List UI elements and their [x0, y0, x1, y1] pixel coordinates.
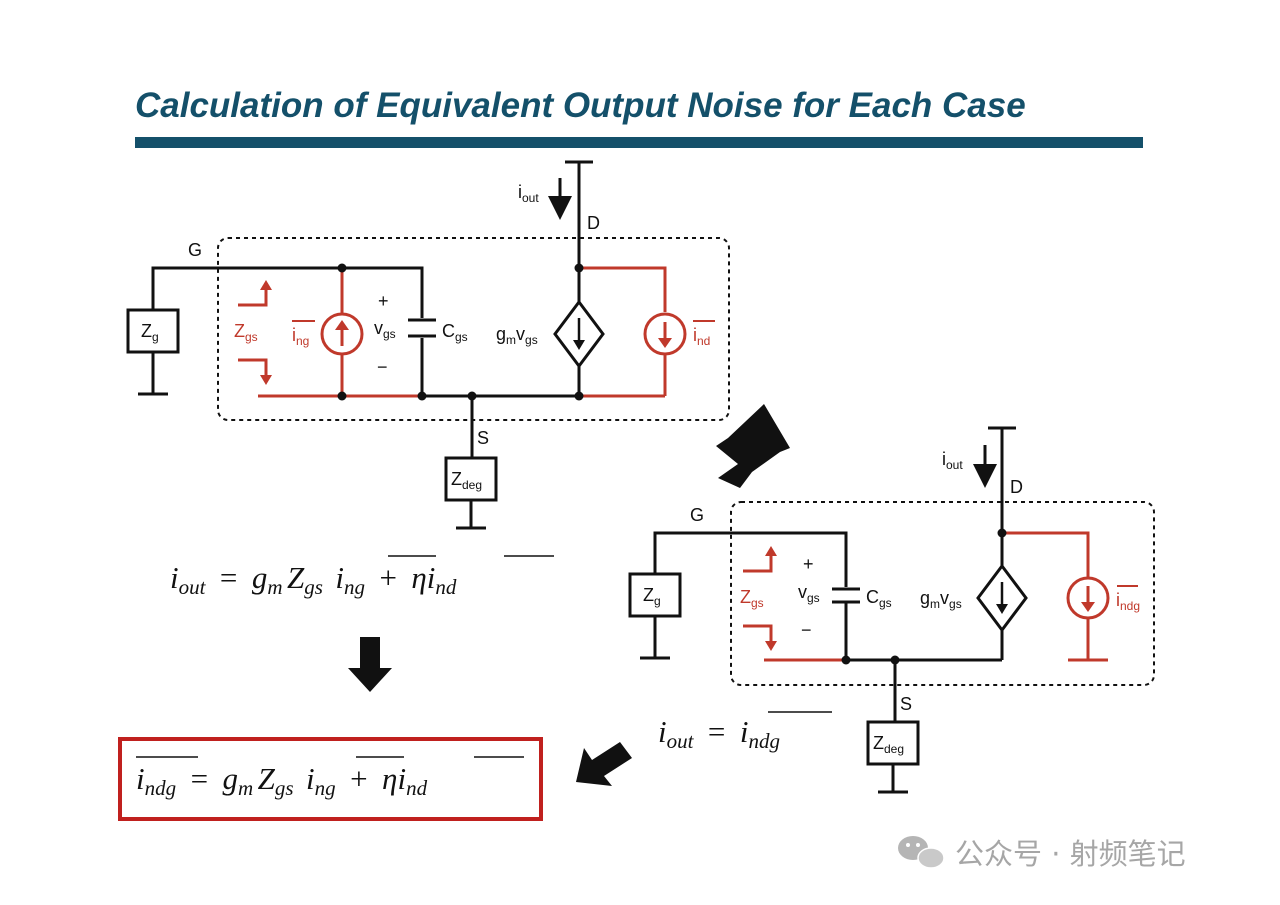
result-box	[118, 737, 543, 821]
vgs-minus: −	[377, 357, 388, 377]
down-arrow-icon	[348, 637, 392, 692]
ind-sub: nd	[697, 334, 710, 348]
vgs2-minus: −	[801, 620, 812, 640]
zdeg-sub: deg	[462, 478, 482, 492]
zdeg-impedance-box	[444, 456, 498, 502]
zg2-impedance-box	[628, 572, 682, 618]
node-d2-label: D	[1010, 477, 1023, 497]
svg-text:Zgs: Zgs	[740, 587, 764, 610]
title-underline	[135, 137, 1143, 148]
svg-text:Zgs: Zgs	[234, 321, 258, 344]
iout-label: i	[518, 182, 522, 202]
zg2-label: Z	[643, 585, 654, 605]
svg-text:indg = gm Zg: indg = gm Zgs ing + ηind	[136, 761, 428, 800]
svg-text:Zdeg: Zdeg	[451, 469, 482, 492]
svg-text:gmvgs: gmvgs	[920, 588, 962, 611]
watermark-text: 公众号 · 射频笔记	[955, 837, 1186, 871]
svg-text:iout: iout	[518, 182, 539, 205]
svg-text:ing: ing	[292, 325, 309, 348]
node-s-label: S	[477, 428, 489, 448]
diagonal-arrow-icon	[716, 404, 790, 488]
zgs-sub: gs	[245, 330, 258, 344]
cgs2-label: C	[866, 587, 879, 607]
circuit-1: iout D G Zg Zgs ing + vgs −	[126, 160, 730, 530]
zgs-label: Z	[234, 321, 245, 341]
vgs-sub: gs	[383, 327, 396, 341]
gm-label: g	[496, 324, 506, 344]
svg-text:iout = gm Zg: iout = gm Zgs ing + ηind	[170, 560, 457, 599]
zgs2-label: Z	[740, 587, 751, 607]
svg-text:indg: indg	[1116, 590, 1140, 613]
ing-label: i	[292, 325, 296, 345]
zdeg2-label: Z	[873, 733, 884, 753]
cgs-sub: gs	[455, 330, 468, 344]
zdeg-label: Z	[451, 469, 462, 489]
dashed-box-2	[730, 501, 1155, 686]
svg-text:Zdeg: Zdeg	[873, 733, 904, 756]
watermark: 公众号 · 射频笔记	[898, 836, 1186, 871]
svg-text:gmvgs: gmvgs	[496, 324, 538, 347]
node-g-label: G	[188, 240, 202, 260]
vgs2-plus: +	[803, 554, 814, 574]
gm2-label: g	[920, 588, 930, 608]
svg-text:Cgs: Cgs	[866, 587, 892, 610]
circuit-2: iout D G Zg Zgs + vgs − Cgs gmvgs	[628, 426, 1155, 794]
svg-text:Zg: Zg	[643, 585, 661, 608]
svg-text:iout = indg: iout = indg	[658, 714, 780, 753]
equation-2: iout = indg	[658, 711, 832, 753]
node-d-label: D	[587, 213, 600, 233]
zg-sub: g	[152, 330, 159, 344]
cgs-label: C	[442, 321, 455, 341]
svg-text:iout: iout	[942, 449, 963, 472]
node-s2-label: S	[900, 694, 912, 714]
wechat-icon	[898, 836, 945, 869]
vgs2-label: v	[798, 582, 807, 602]
svg-text:ind: ind	[693, 325, 710, 348]
zg-label: Z	[141, 321, 152, 341]
ing-sub: ng	[296, 334, 309, 348]
vgs-plus: +	[378, 291, 389, 311]
left-arrow-icon	[576, 742, 632, 786]
indg-sub: ndg	[1120, 599, 1140, 613]
node-g2-label: G	[690, 505, 704, 525]
svg-text:Zg: Zg	[141, 321, 159, 344]
page-title: Calculation of Equivalent Output Noise f…	[135, 86, 1026, 125]
indg-label: i	[1116, 590, 1120, 610]
svg-text:vgs: vgs	[798, 582, 820, 605]
equation-1: iout = gm Zgs ing + ηind	[170, 555, 554, 599]
equation-3: indg = gm Zgs ing + ηind	[136, 756, 524, 800]
svg-text:vgs: vgs	[374, 318, 396, 341]
ind-label: i	[693, 325, 697, 345]
iout2-label: i	[942, 449, 946, 469]
vgs-label: v	[374, 318, 383, 338]
svg-text:Cgs: Cgs	[442, 321, 468, 344]
iout-sub: out	[522, 191, 539, 205]
